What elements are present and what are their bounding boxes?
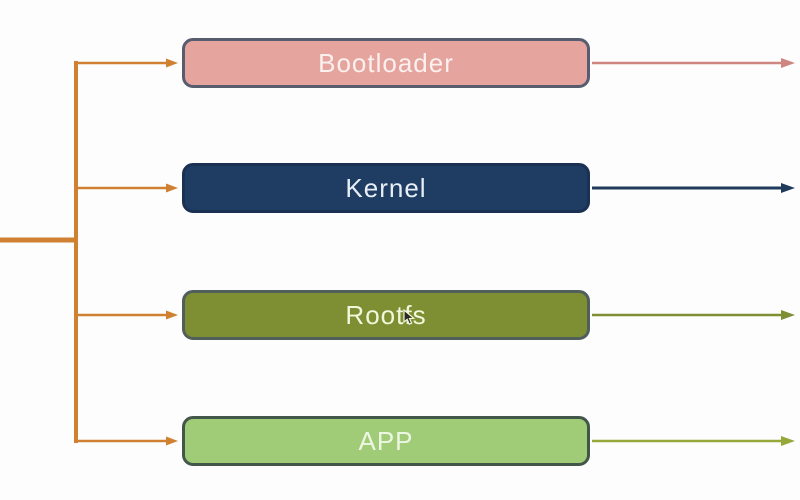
out-arrowhead-rootfs	[781, 310, 795, 320]
branch-arrowhead-bootloader	[166, 58, 178, 68]
node-kernel[interactable]: Kernel	[182, 163, 590, 213]
node-app-label: APP	[358, 425, 414, 456]
out-arrowhead-bootloader	[781, 58, 795, 68]
node-bootloader[interactable]: Bootloader	[182, 38, 590, 88]
branch-arrowhead-kernel	[166, 183, 178, 193]
branch-arrowhead-rootfs	[166, 310, 178, 320]
out-arrowhead-app	[781, 436, 795, 446]
out-arrowhead-kernel	[781, 183, 795, 193]
node-app[interactable]: APP	[182, 416, 590, 466]
node-rootfs-label: Rootfs	[345, 299, 427, 330]
branch-arrowhead-app	[166, 436, 178, 446]
node-bootloader-label: Bootloader	[318, 47, 454, 78]
node-kernel-label: Kernel	[345, 172, 427, 203]
node-rootfs[interactable]: Rootfs	[182, 290, 590, 340]
